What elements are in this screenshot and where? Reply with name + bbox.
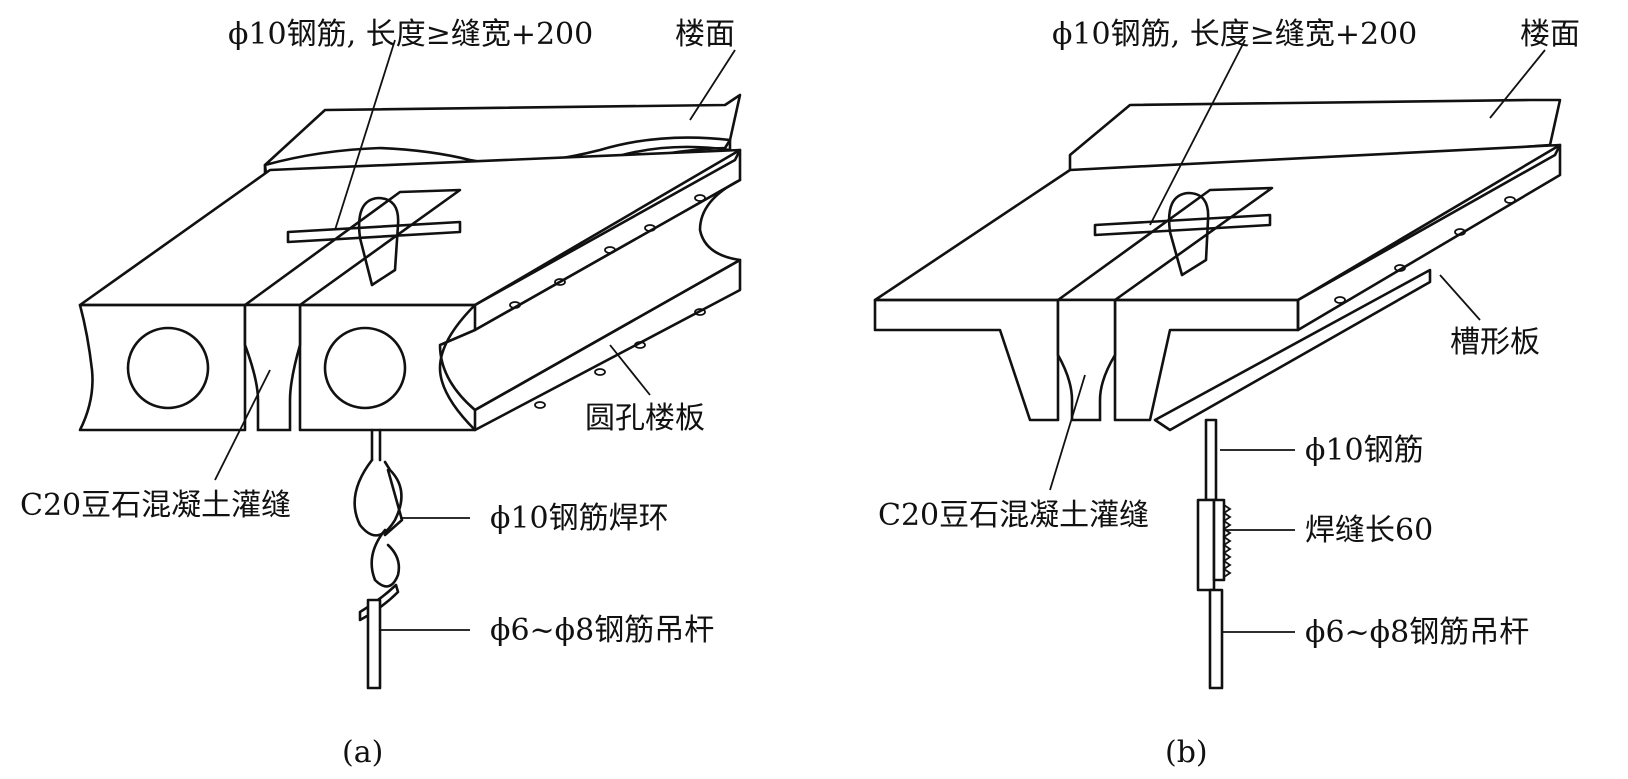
label-weld-ring-a: ϕ10钢筋焊环 bbox=[490, 501, 669, 536]
slab-section-b bbox=[873, 298, 1300, 422]
label-hollow-slab-a: 圆孔楼板 bbox=[585, 401, 705, 436]
slab-top-b bbox=[873, 143, 1562, 302]
top-rebar-b bbox=[1093, 191, 1272, 277]
label-hanger-b: ϕ6~ϕ8钢筋吊杆 bbox=[1305, 615, 1529, 650]
leaders-a bbox=[214, 39, 736, 631]
leaders-b bbox=[1049, 39, 1546, 633]
slab-section-a bbox=[78, 303, 477, 432]
label-grout-a: C20豆石混凝土灌缝 bbox=[20, 488, 291, 523]
label-rebar-top-a: ϕ10钢筋, 长度≥缝宽+200 bbox=[228, 17, 593, 52]
caption-b: (b) bbox=[1165, 735, 1208, 770]
label-weld-b: 焊缝长60 bbox=[1305, 513, 1433, 548]
label-rebar-top-b: ϕ10钢筋, 长度≥缝宽+200 bbox=[1052, 17, 1417, 52]
label-channel-slab-b: 槽形板 bbox=[1450, 325, 1540, 360]
caption-a: (a) bbox=[342, 735, 383, 770]
panel-b: ϕ10钢筋, 长度≥缝宽+200 楼面 槽形板 C20豆石混凝土灌缝 ϕ10钢筋… bbox=[873, 17, 1580, 770]
label-floor-surface-b: 楼面 bbox=[1520, 17, 1580, 52]
label-hanger-a: ϕ6~ϕ8钢筋吊杆 bbox=[490, 613, 714, 648]
top-rebar-a bbox=[286, 196, 462, 287]
label-grout-b: C20豆石混凝土灌缝 bbox=[878, 498, 1149, 533]
label-rebar-b: ϕ10钢筋 bbox=[1305, 433, 1424, 468]
hanger-b bbox=[1196, 418, 1232, 690]
panel-a: ϕ10钢筋, 长度≥缝宽+200 楼面 圆孔楼板 C20豆石混凝土灌缝 ϕ10钢… bbox=[20, 17, 742, 770]
hanger-a bbox=[353, 428, 404, 690]
slab-side-a bbox=[438, 148, 742, 432]
label-floor-surface-a: 楼面 bbox=[675, 17, 735, 52]
